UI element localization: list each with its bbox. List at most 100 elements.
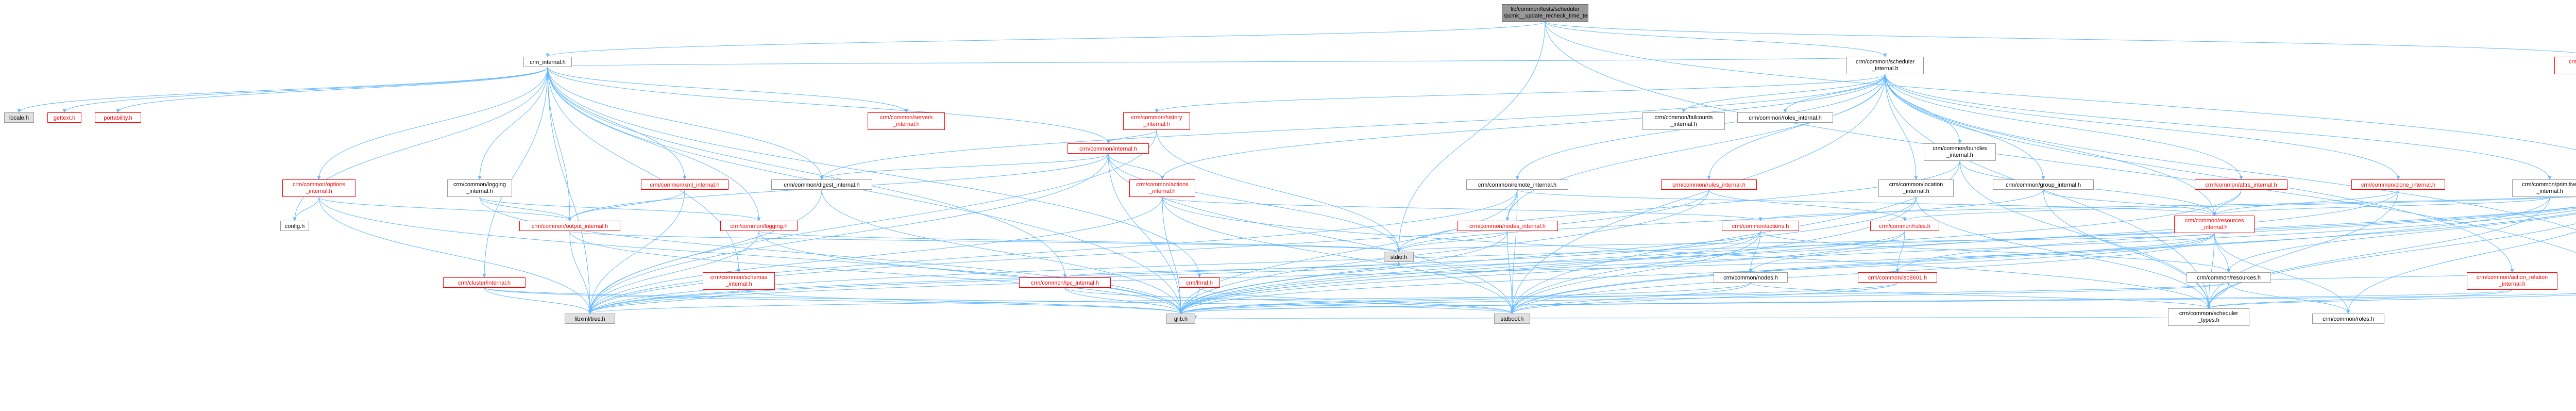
- node-output[interactable]: crm/common/output_internal.h: [519, 221, 620, 231]
- edge-xml-internal-to-libxml: [588, 189, 685, 314]
- node-logging-internal[interactable]: crm/common/logging _internal.h: [447, 179, 512, 197]
- edge-cluster-to-glib: [484, 287, 1183, 314]
- edge-nodes-internal-to-stdio: [1397, 231, 1508, 252]
- edge-rules-h-to-glib: [1179, 231, 1905, 314]
- edge-schemas-to-glib: [738, 289, 1183, 314]
- edge-crm-internal-to-gettext: [62, 67, 548, 113]
- node-sched-types[interactable]: crm/common/scheduler _types.h: [2168, 308, 2249, 326]
- node-digest[interactable]: crm/common/digest_internal.h: [771, 179, 872, 190]
- node-primitive[interactable]: crm/common/primitive _internal.h: [2512, 179, 2576, 197]
- node-config[interactable]: config.h: [280, 221, 309, 231]
- node-stdio[interactable]: stdio.h: [1384, 252, 1414, 262]
- node-stdbool[interactable]: stdbool.h: [1494, 314, 1530, 324]
- edge-group-to-resources-internal: [2043, 189, 2216, 216]
- node-portability[interactable]: portability.h: [95, 112, 141, 123]
- edge-sched-internal-to-tickets: [1885, 74, 2576, 231]
- edge-root-to-stdio: [1397, 21, 1546, 252]
- edge-crm-internal-to-output: [547, 67, 572, 221]
- edge-rules-h-to-iso8601: [1895, 231, 1905, 273]
- edge-sched-internal-to-roles-internal: [1783, 74, 1886, 113]
- edge-action-relation-to-sched-types: [2207, 289, 2513, 309]
- node-logging-h[interactable]: crm/common/logging.h: [720, 221, 798, 231]
- edge-sched-internal-to-actions-internal: [1160, 74, 1886, 180]
- edge-common-internal-to-actions-internal: [1108, 153, 1164, 180]
- edge-actions-internal-to-actions-h: [1162, 196, 1762, 221]
- node-rules-h[interactable]: crm/common/rules.h: [1870, 221, 1939, 231]
- node-resources-internal[interactable]: crm/common/resources _internal.h: [2174, 216, 2255, 233]
- node-iso8601[interactable]: crm/common/iso8601.h: [1858, 272, 1937, 283]
- node-nodes-internal[interactable]: crm/common/nodes_internal.h: [1457, 221, 1558, 231]
- edge-location-to-sched-types: [1916, 196, 2211, 309]
- edge-resources-h-to-sched-types: [2207, 282, 2229, 309]
- node-nodes-h[interactable]: crm/common/nodes.h: [1714, 272, 1788, 283]
- edge-remote-to-libxml: [588, 189, 1518, 314]
- node-cluster[interactable]: crm/cluster/internal.h: [443, 277, 526, 288]
- node-resources-h[interactable]: crm/common/resources.h: [2187, 272, 2271, 283]
- node-failcounts[interactable]: crm/common/failcounts _internal.h: [1642, 112, 1725, 130]
- edge-history-to-stdio: [1156, 129, 1401, 252]
- node-remote[interactable]: crm/common/remote_internal.h: [1466, 179, 1568, 190]
- node-glib[interactable]: glib.h: [1166, 314, 1195, 324]
- edge-sched-types-to-glib: [1195, 315, 2168, 319]
- edge-resources-internal-to-libxml: [588, 233, 2215, 314]
- edge-attrs-to-glib: [1179, 189, 2242, 314]
- edge-nodes-h-to-stdbool: [1510, 282, 1751, 314]
- node-actions-internal[interactable]: crm/common/actions _internal.h: [1129, 179, 1195, 197]
- node-unittest[interactable]: crm/common/unittest _internal.h: [2554, 57, 2576, 74]
- edge-scheduler-h-to-actions-h: [1758, 195, 2576, 221]
- edge-sched-internal-to-sched-types: [1885, 74, 2211, 309]
- node-attrs[interactable]: crm/common/attrs_internal.h: [2195, 179, 2287, 190]
- node-roles-internal[interactable]: crm/common/roles_internal.h: [1737, 112, 1833, 123]
- node-servers-internal[interactable]: crm/common/servers _internal.h: [868, 112, 945, 130]
- node-bundles[interactable]: crm/common/bundles _internal.h: [1924, 143, 1996, 161]
- node-options[interactable]: crm/common/options _internal.h: [282, 179, 355, 197]
- edge-common-internal-to-stdbool: [1108, 153, 1514, 314]
- edge-logging-h-to-glib: [758, 231, 1183, 314]
- edge-nodes-internal-to-glib: [1179, 231, 1508, 314]
- node-xml-internal[interactable]: crm/common/xml_internal.h: [641, 179, 728, 190]
- edge-scheduler-h-to-iso8601: [1895, 208, 2576, 273]
- edge-actions-internal-to-glib: [1162, 196, 1183, 314]
- edge-rules-h-to-libxml: [588, 231, 1905, 314]
- edge-crm-internal-to-glib: [547, 67, 1183, 314]
- edge-root-to-scheduler-h: [1545, 21, 2576, 150]
- edge-scheduler-h-to-sched-types: [2207, 223, 2576, 309]
- node-crm-internal[interactable]: crm_internal.h: [523, 57, 572, 67]
- node-ipc[interactable]: crm/common/ipc_internal.h: [1019, 277, 1111, 288]
- edge-resources-internal-to-stdio: [1397, 233, 2215, 252]
- node-rules-internal[interactable]: crm/common/rules_internal.h: [1661, 179, 1757, 190]
- node-roles-h[interactable]: crm/common/roles.h: [2312, 314, 2384, 324]
- node-clone[interactable]: crm/common/clone_internal.h: [2351, 179, 2445, 190]
- node-common-internal[interactable]: crm/common/internal.h: [1067, 143, 1149, 154]
- node-actions-h[interactable]: crm/common/actions.h: [1722, 221, 1799, 231]
- node-lrmd[interactable]: crm/lrmd.h: [1179, 277, 1220, 288]
- node-gettext[interactable]: gettext.h: [47, 112, 81, 123]
- edge-crm-internal-to-xml-internal: [547, 67, 687, 180]
- edge-actions-h-to-resources-h: [1760, 231, 2231, 273]
- edge-crm-internal-to-options: [317, 67, 548, 180]
- node-libxml[interactable]: libxml/tree.h: [565, 314, 615, 324]
- edge-crm-internal-to-locale: [17, 67, 548, 113]
- edge-digest-to-glib: [821, 189, 1183, 314]
- edge-lrmd-to-stdbool: [1199, 287, 1514, 314]
- node-sched-internal[interactable]: crm/common/scheduler _internal.h: [1846, 57, 1924, 74]
- node-schemas[interactable]: crm/common/schemas _internal.h: [703, 272, 775, 290]
- edge-root-to-unittest: [1545, 21, 2576, 54]
- node-locale[interactable]: locale.h: [4, 112, 34, 123]
- node-group[interactable]: crm/common/group_internal.h: [1993, 179, 2094, 190]
- edge-cluster-to-libxml: [484, 287, 592, 314]
- edge-crm-internal-to-cluster: [482, 67, 548, 278]
- edge-iso8601-to-glib: [1179, 282, 1898, 314]
- node-action-relation[interactable]: crm/common/action_relation _internal.h: [2467, 272, 2557, 290]
- edge-output-to-stdio: [569, 231, 1400, 252]
- edge-scheduler-h-to-libxml: [588, 207, 2576, 314]
- node-history[interactable]: crm/common/history _internal.h: [1123, 112, 1190, 130]
- edge-resources-internal-to-glib: [1179, 233, 2215, 314]
- edge-crm-internal-to-common-internal: [547, 67, 1110, 144]
- edge-sched-internal-to-bundles: [1885, 74, 1962, 144]
- node-location[interactable]: crm/common/location _internal.h: [1878, 179, 1954, 197]
- node-root[interactable]: lib/common/tests/scheduler /pcmk__update…: [1502, 4, 1588, 22]
- edge-nodes-h-to-sched-types: [1750, 282, 2211, 309]
- edge-logging-internal-to-output: [479, 196, 572, 221]
